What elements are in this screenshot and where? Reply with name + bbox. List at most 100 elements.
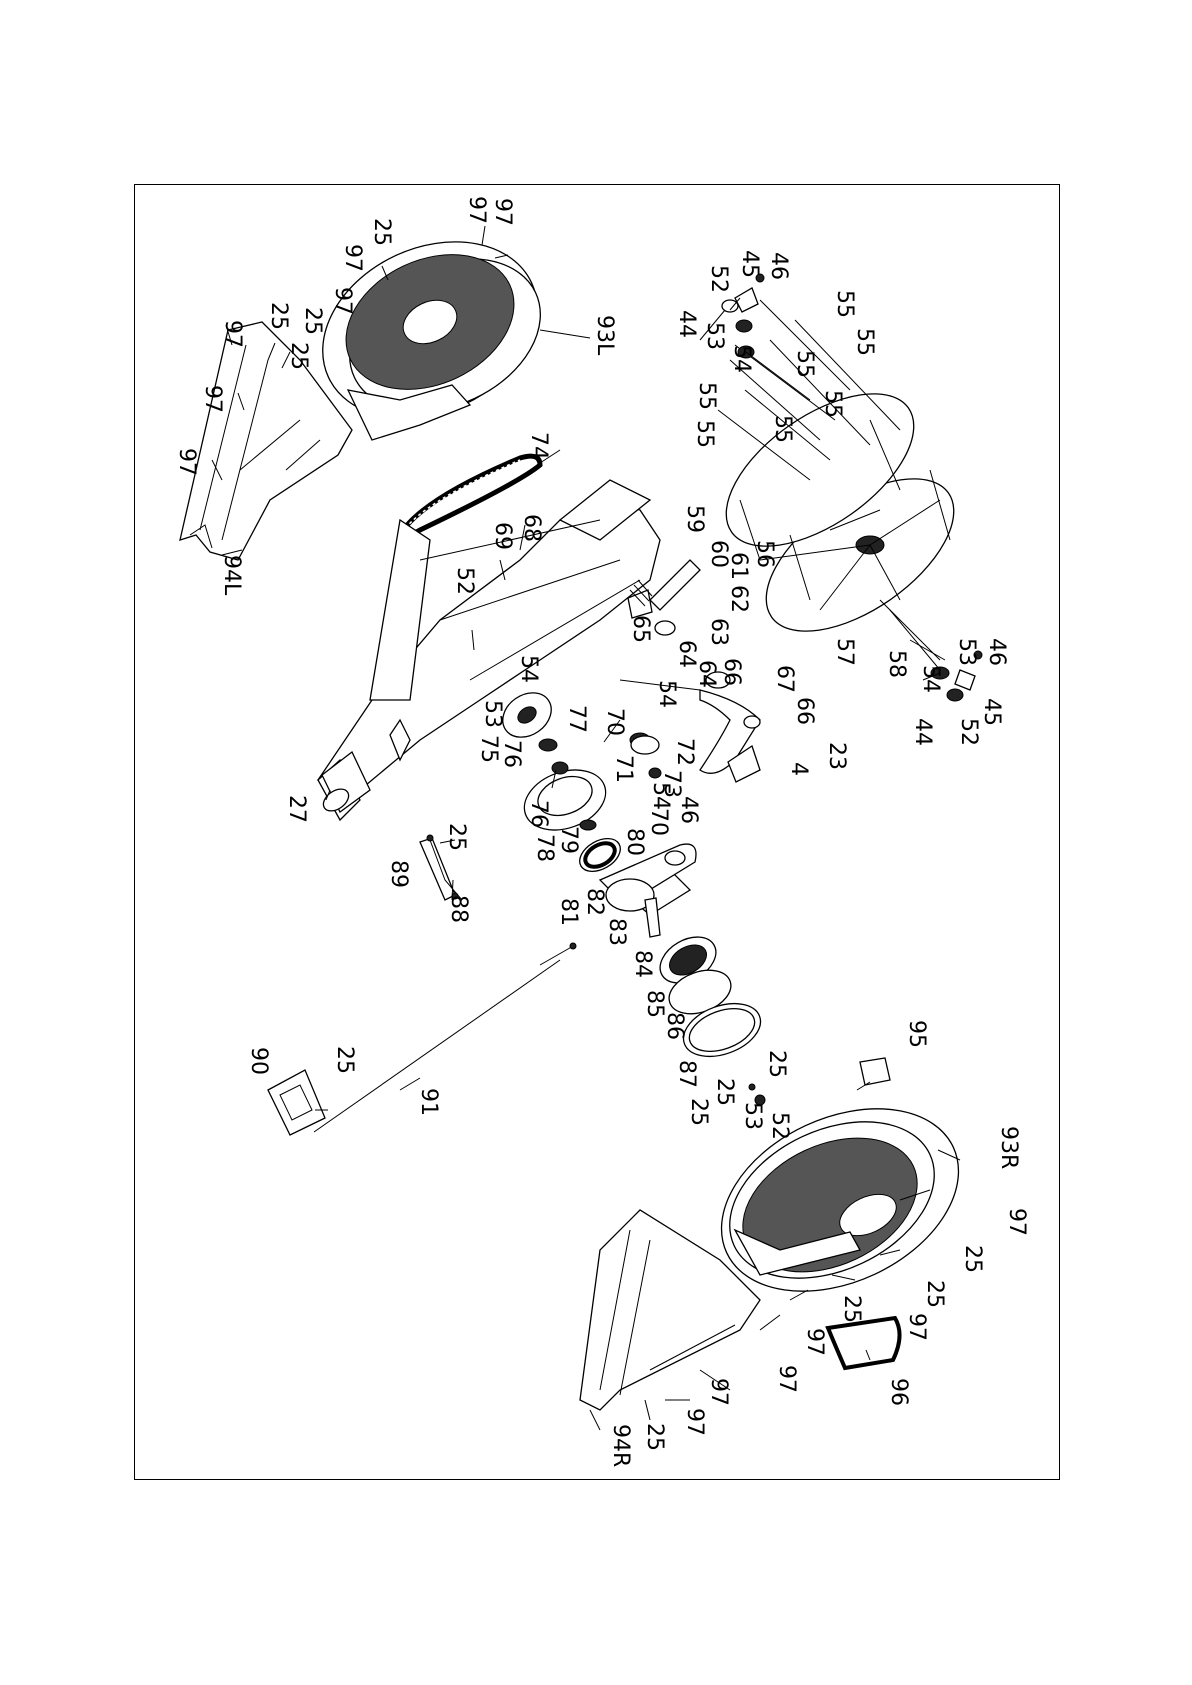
callout-34: 81 [556,898,581,926]
callout-45: 52 [767,1112,792,1140]
callout-64: 55 [694,382,719,410]
callout-35: 82 [582,888,607,916]
callout-24: 54 [654,680,679,708]
callout-19: 75 [476,735,501,763]
handle-96 [825,1315,902,1371]
callout-86: 66 [792,697,817,725]
callout-23: 70 [602,708,627,736]
callout-16: 52 [452,567,477,595]
callout-62: 55 [792,350,817,378]
callout-63: 55 [820,390,845,418]
callout-72: 46 [984,638,1009,666]
callout-54: 46 [766,252,791,280]
callout-57: 44 [674,310,699,338]
pulse-sensor [419,834,463,901]
callout-92: 25 [960,1245,985,1273]
callout-101: 25 [642,1423,667,1451]
pulley-assembly [502,692,662,873]
upper-right-hardware [721,273,811,401]
leader-lines [211,225,961,1431]
lower-right-hardware [889,609,983,702]
callout-68: 57 [832,638,857,666]
callout-42: 25 [712,1078,737,1106]
side-cover-right [579,1209,761,1411]
callout-labels: 97 25 97 25 97 97 25 25 97 97 94L 93L 74… [174,196,1029,1467]
callout-44: 53 [740,1102,765,1130]
callout-53: 97 [490,198,515,226]
callout-17: 54 [516,655,541,683]
callout-89: 95 [904,1020,929,1048]
callout-70: 53 [954,638,979,666]
callout-11: 94L [219,555,244,596]
callout-52: 91 [416,1088,441,1116]
callout-100: 97 [682,1408,707,1436]
callout-26: 72 [672,738,697,766]
callout-25: 71 [611,755,636,783]
callout-93: 25 [922,1280,947,1308]
callout-50: 90 [246,1047,271,1075]
callout-20: 76 [499,740,524,768]
callout-30: 46 [676,796,701,824]
cap-95 [859,1057,891,1086]
callout-88: 4 [786,762,811,776]
callout-74: 44 [910,718,935,746]
callout-65: 55 [770,415,795,443]
callout-28: 54 [648,782,673,810]
callout-84: 64 [694,660,719,688]
callout-94: 97 [904,1313,929,1341]
fan-shroud-left [322,241,541,441]
callout-71: 54 [918,665,943,693]
callout-22: 76 [526,800,551,828]
callout-79: 62 [726,585,751,613]
callout-97: 96 [886,1378,911,1406]
callout-60: 55 [832,290,857,318]
callout-83: 66 [719,658,744,686]
callout-56: 52 [706,265,731,293]
brake-assembly [627,559,701,636]
callout-102: 94R [608,1424,633,1467]
callout-81: 65 [628,615,653,643]
callout-8: 25 [369,218,394,246]
callout-41: 25 [764,1050,789,1078]
callout-31: 78 [532,834,557,862]
callout-76: 59 [682,505,707,533]
tension-cable [313,942,577,1133]
callout-69: 58 [884,650,909,678]
callout-36: 83 [604,918,629,946]
callout-13: 74 [526,432,551,460]
callout-4: 25 [286,342,311,370]
callout-55: 45 [737,250,762,278]
callout-10: 97 [464,196,489,224]
callout-48: 89 [386,860,411,888]
callout-66: 55 [692,420,717,448]
callout-75: 52 [956,718,981,746]
callout-85: 67 [772,665,797,693]
callout-96: 97 [802,1328,827,1356]
callout-21: 77 [564,705,589,733]
callout-18: 53 [480,700,505,728]
callout-80: 63 [706,618,731,646]
diagram-frame [134,184,1060,1480]
fan-rods [717,299,901,481]
callout-37: 84 [630,950,655,978]
callout-32: 79 [556,826,581,854]
crank-shaft-parts [644,897,766,1106]
callout-82: 64 [674,640,699,668]
callout-99: 97 [706,1378,731,1406]
callout-78: 61 [726,552,751,580]
callout-1: 97 [220,320,245,348]
callout-77: 60 [706,540,731,568]
callout-58: 53 [702,322,727,350]
callout-91: 97 [1004,1208,1029,1236]
console-mount [267,1069,326,1136]
callout-40: 87 [674,1060,699,1088]
callout-43: 25 [686,1098,711,1126]
callout-29: 70 [646,808,671,836]
callout-12: 93L [592,315,617,356]
callout-47: 25 [444,823,469,851]
callout-6: 97 [330,287,355,315]
callout-33: 80 [622,828,647,856]
main-frame [316,479,661,822]
callout-2: 25 [266,302,291,330]
